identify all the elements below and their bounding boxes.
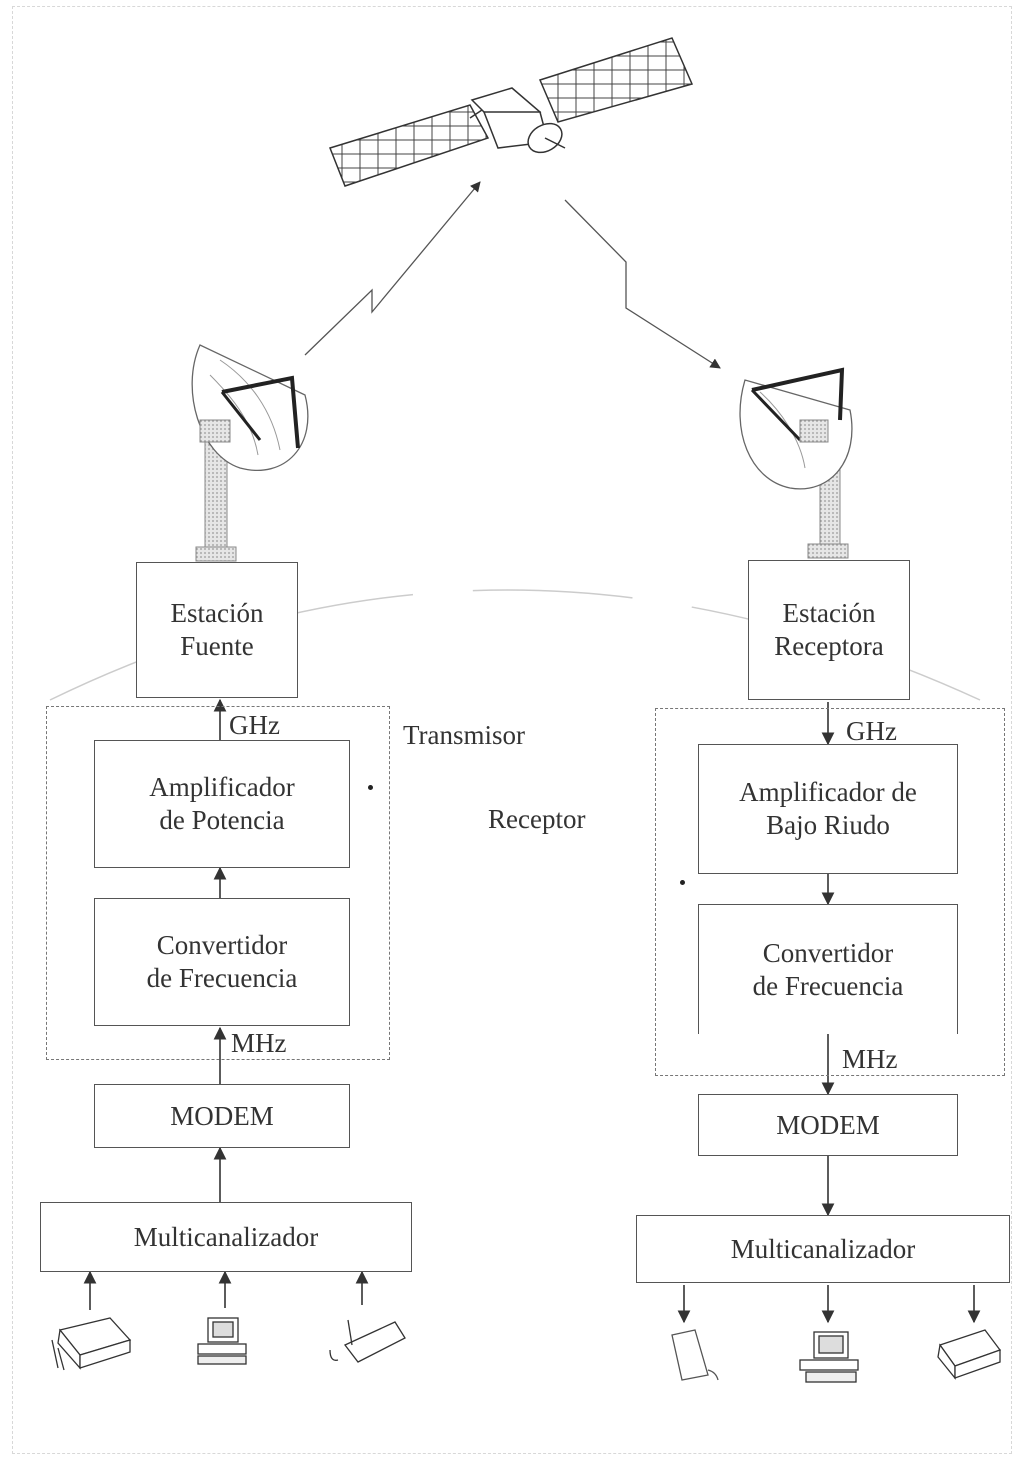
multiplexer-label: Multicanalizador (133, 1221, 319, 1252)
right-dish-icon (739, 367, 853, 559)
left-frequency-converter: Convertidor de Frecuencia (94, 898, 350, 1026)
uplink-arrow (304, 181, 481, 356)
converter-line-2: de Frecuencia (752, 970, 904, 1001)
receiver-label: Receptor (488, 804, 586, 834)
computer-icon (197, 1317, 247, 1365)
right-multiplexer: Multicanalizador (636, 1215, 1010, 1283)
computer-icon (799, 1331, 859, 1383)
right-frequency-converter: Convertidor de Frecuencia (698, 904, 958, 1034)
amplifier-line-2: Bajo Riudo (766, 810, 890, 840)
receiver-group (655, 708, 1005, 1076)
converter-line-1: Convertidor (156, 930, 288, 960)
right-mhz-label: MHz (842, 1044, 898, 1074)
left-modem: MODEM (94, 1084, 350, 1148)
right-ghz-label: GHz (846, 716, 897, 746)
page-frame (12, 6, 1012, 1454)
amplifier-line-2: de Potencia (159, 805, 285, 835)
telephone-icon (671, 1329, 719, 1381)
right-receiving-station: Estación Receptora (748, 560, 910, 700)
downlink-arrow (564, 199, 721, 369)
station-line-1: Estación (170, 598, 264, 628)
telephone-icon (329, 1319, 406, 1363)
modem-label: MODEM (170, 1100, 274, 1131)
station-line-2: Receptora (774, 631, 884, 661)
left-mhz-label: MHz (231, 1028, 287, 1058)
right-signal-arrows (677, 702, 981, 1324)
converter-line-1: Convertidor (762, 937, 894, 968)
stray-dot (680, 880, 685, 885)
left-power-amplifier: Amplificador de Potencia (94, 740, 350, 868)
satellite-icon (329, 37, 694, 187)
station-line-2: Fuente (180, 631, 254, 661)
left-source-station: Estación Fuente (136, 562, 298, 698)
station-line-1: Estación (782, 598, 876, 628)
stray-dot (368, 785, 373, 790)
amplifier-line-1: Amplificador (149, 772, 295, 802)
converter-line-2: de Frecuencia (146, 963, 298, 993)
right-low-noise-amplifier: Amplificador de Bajo Riudo (698, 744, 958, 874)
left-dish-icon (191, 344, 309, 562)
multiplexer-label: Multicanalizador (730, 1233, 916, 1264)
fax-machine-icon (51, 1317, 132, 1371)
transmitter-group (46, 706, 390, 1060)
modem-label: MODEM (776, 1109, 880, 1140)
left-multiplexer: Multicanalizador (40, 1202, 412, 1272)
left-ghz-label: GHz (229, 710, 280, 740)
right-modem: MODEM (698, 1094, 958, 1156)
fax-machine-icon (937, 1329, 1002, 1380)
transmitter-label: Transmisor (403, 720, 526, 750)
amplifier-line-1: Amplificador de (739, 777, 917, 807)
